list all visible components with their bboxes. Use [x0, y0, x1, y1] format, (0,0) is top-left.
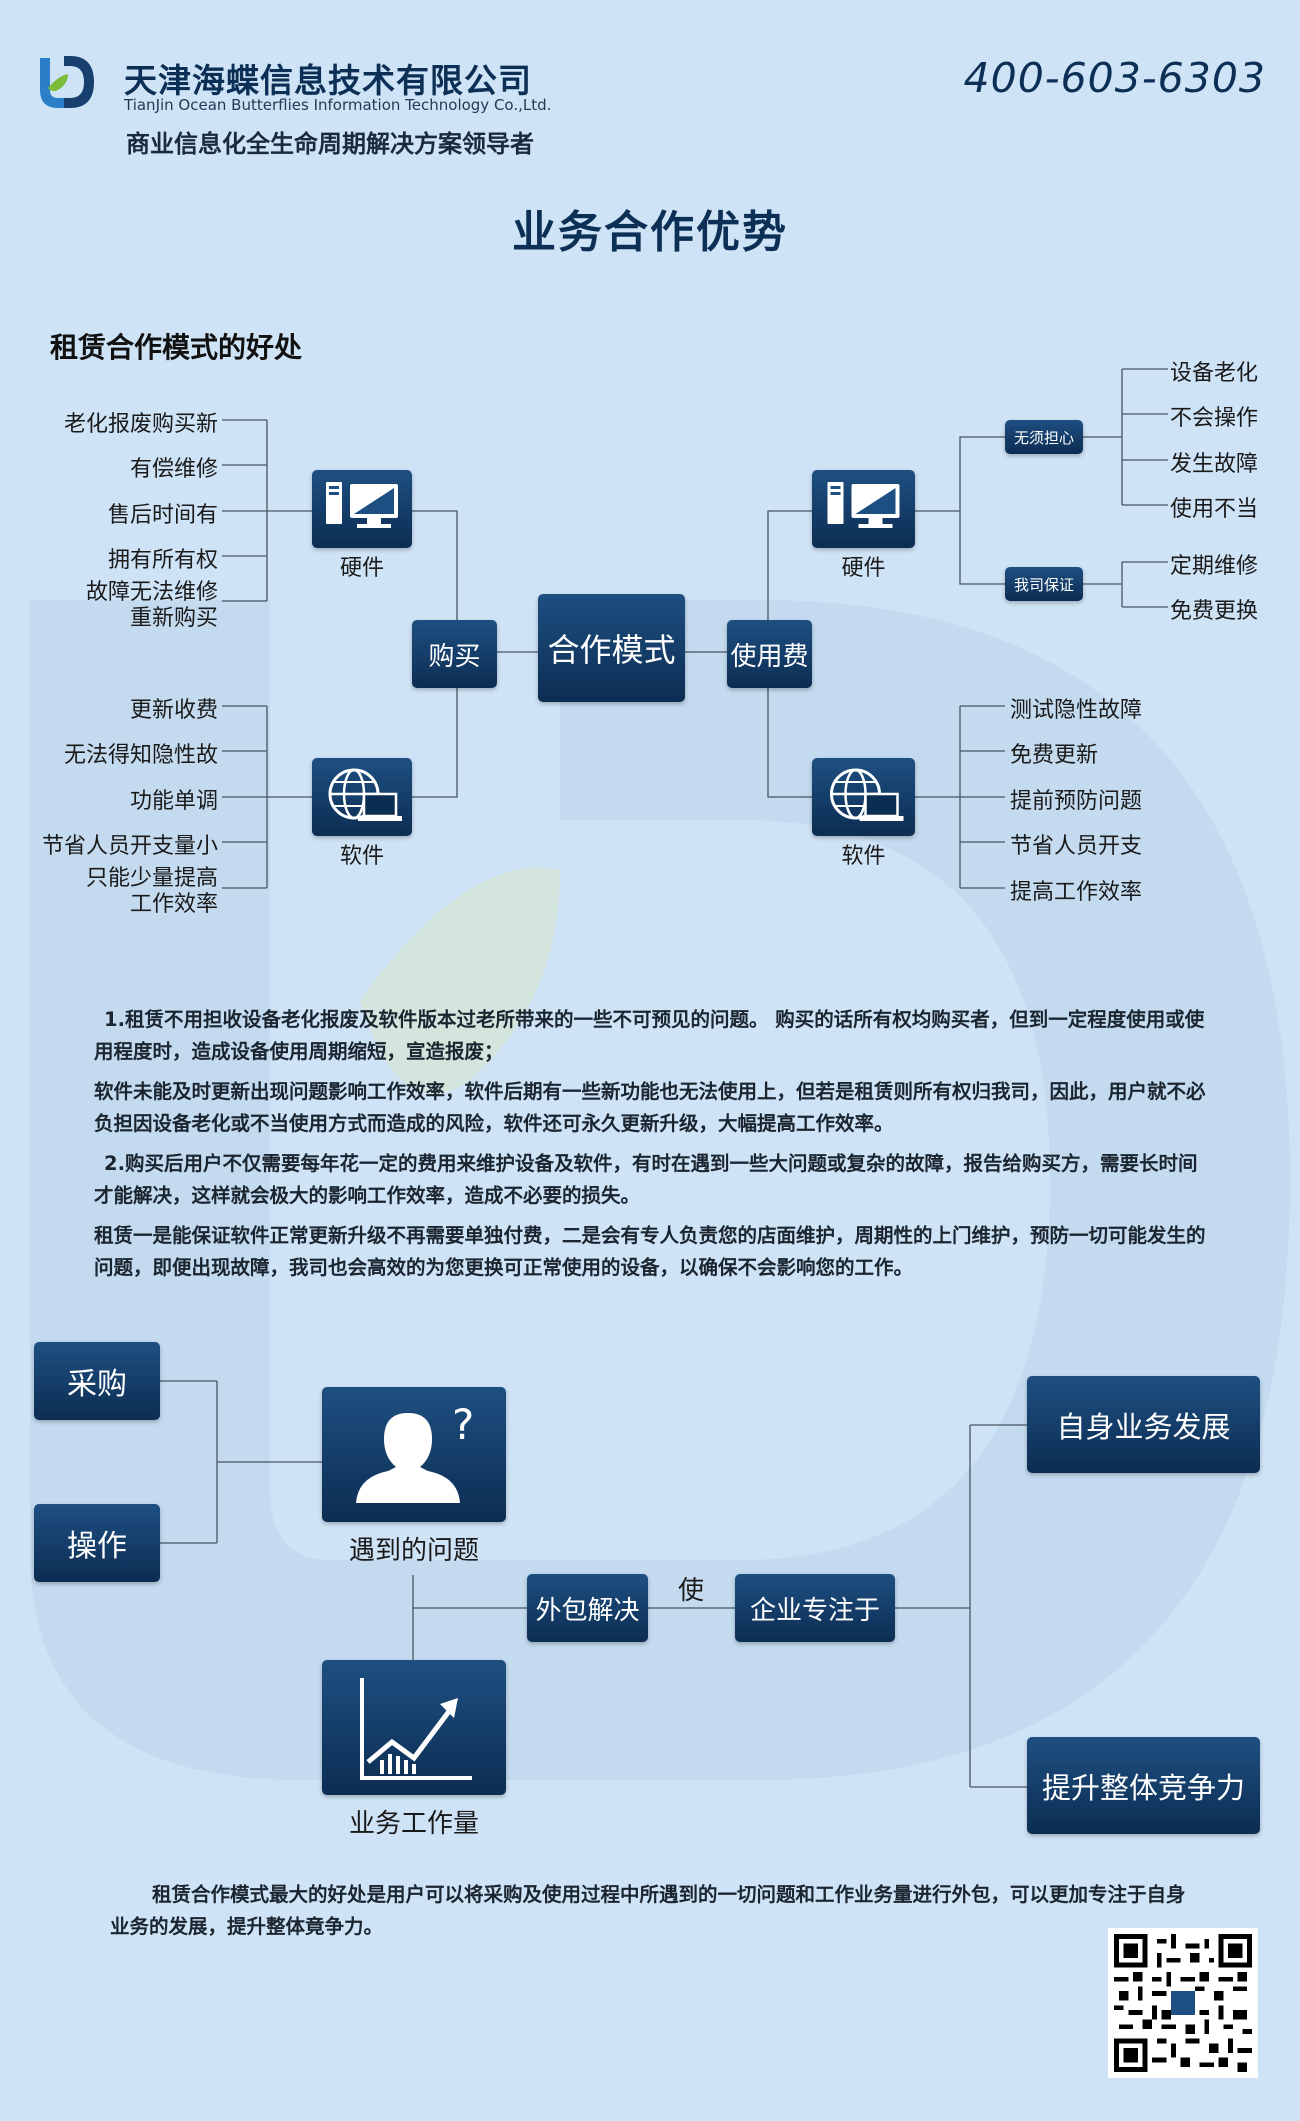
buy-software-item: 节省人员开支量小	[41, 834, 218, 859]
company-tagline: 商业信息化全生命周期解决方案领导者	[126, 130, 534, 158]
phone-number: 400-603-6303	[963, 54, 1266, 102]
guarantee-item: 定期维修	[1170, 554, 1259, 579]
buy-hardware-last-line2: 重新购买	[129, 606, 218, 631]
company-name-cn: 天津海蝶信息技术有限公司	[124, 61, 532, 100]
workload-caption: 业务工作量	[348, 1809, 479, 1839]
fee-software-item: 免费更新	[1010, 743, 1099, 768]
worry-free-item: 发生故障	[1170, 452, 1259, 477]
svg-text:?: ?	[452, 1400, 474, 1449]
paragraph-1: 1.租赁不用担收设备老化报废及软件版本过老所带来的一些不可预见的问题。 购买的话…	[94, 1008, 1205, 1063]
fee-hardware-caption: 硬件	[841, 556, 886, 581]
person-question-icon: ?	[322, 1387, 506, 1522]
cooperation-mode-box: 合作模式	[538, 594, 685, 702]
section-title: 租赁合作模式的好处	[50, 331, 303, 364]
buy-hardware-item: 售后时间有	[107, 503, 218, 528]
buy-software-last-line1: 只能少量提高	[85, 866, 218, 891]
usage-fee-box: 使用费	[727, 620, 812, 688]
fee-software-item: 节省人员开支	[1010, 834, 1143, 859]
computer-icon	[312, 470, 412, 548]
buy-software-item: 更新收费	[129, 698, 218, 723]
paragraph-4: 租赁一是能保证软件正常更新升级不再需要单独付费，二是会有专人负责您的店面维护，周…	[94, 1224, 1206, 1279]
fee-software-item: 测试隐性故障	[1010, 698, 1143, 723]
problems-caption: 遇到的问题	[348, 1536, 479, 1566]
paragraph-2: 软件未能及时更新出现问题影响工作效率，软件后期有一些新功能也无法使用上，但若是租…	[94, 1080, 1206, 1135]
page-title: 业务合作优势	[512, 207, 788, 258]
outsource-box: 外包解决	[527, 1574, 648, 1642]
buy-software-item: 无法得知隐性故	[63, 743, 218, 768]
growth-chart-icon	[322, 1660, 506, 1795]
focus-box: 企业专注于	[735, 1574, 895, 1642]
buy-hardware-item: 有偿维修	[129, 457, 218, 482]
qr-code-icon	[1108, 1928, 1258, 2078]
verb-make: 使	[677, 1576, 704, 1606]
operation-box: 操作	[34, 1504, 160, 1582]
buy-hardware-item: 老化报废购买新	[63, 412, 218, 437]
computer-icon	[812, 470, 915, 548]
fee-software-caption: 软件	[841, 844, 886, 869]
fee-software-item: 提前预防问题	[1010, 789, 1143, 814]
competitiveness-box: 提升整体竞争力	[1027, 1737, 1260, 1834]
logo-icon	[40, 56, 94, 108]
buy-software-item: 功能单调	[129, 789, 218, 814]
buy-software-last-line2: 工作效率	[129, 892, 218, 917]
worry-free-tag: 无须担心	[1005, 420, 1083, 454]
buy-hardware-caption: 硬件	[339, 556, 384, 581]
worry-free-item: 不会操作	[1170, 406, 1259, 431]
buy-box: 购买	[412, 620, 497, 688]
paragraph-3: 2.购买后用户不仅需要每年花一定的费用来维护设备及软件，有时在遇到一些大问题或复…	[94, 1152, 1198, 1207]
footer-summary: 租赁合作模式最大的好处是用户可以将采购及使用过程中所遇到的一切问题和工作业务量进…	[110, 1883, 1186, 1938]
purchase-box: 采购	[34, 1342, 160, 1420]
company-name-en: TianJin Ocean Butterflies Information Te…	[124, 96, 552, 114]
buy-hardware-last-line1: 故障无法维修	[85, 580, 218, 605]
worry-free-item: 设备老化	[1170, 361, 1259, 386]
fee-software-item: 提高工作效率	[1010, 880, 1143, 905]
globe-laptop-icon	[312, 758, 412, 836]
guarantee-item: 免费更换	[1170, 599, 1259, 624]
buy-hardware-item: 拥有所有权	[107, 548, 218, 573]
self-development-box: 自身业务发展	[1027, 1376, 1260, 1473]
buy-software-item-multiline: 只能少量提高 工作效率	[86, 866, 218, 918]
buy-software-caption: 软件	[339, 844, 384, 869]
buy-hardware-item-multiline: 故障无法维修 重新购买	[86, 580, 218, 632]
globe-laptop-icon	[812, 758, 915, 836]
guarantee-tag: 我司保证	[1005, 567, 1083, 601]
worry-free-item: 使用不当	[1170, 497, 1259, 522]
